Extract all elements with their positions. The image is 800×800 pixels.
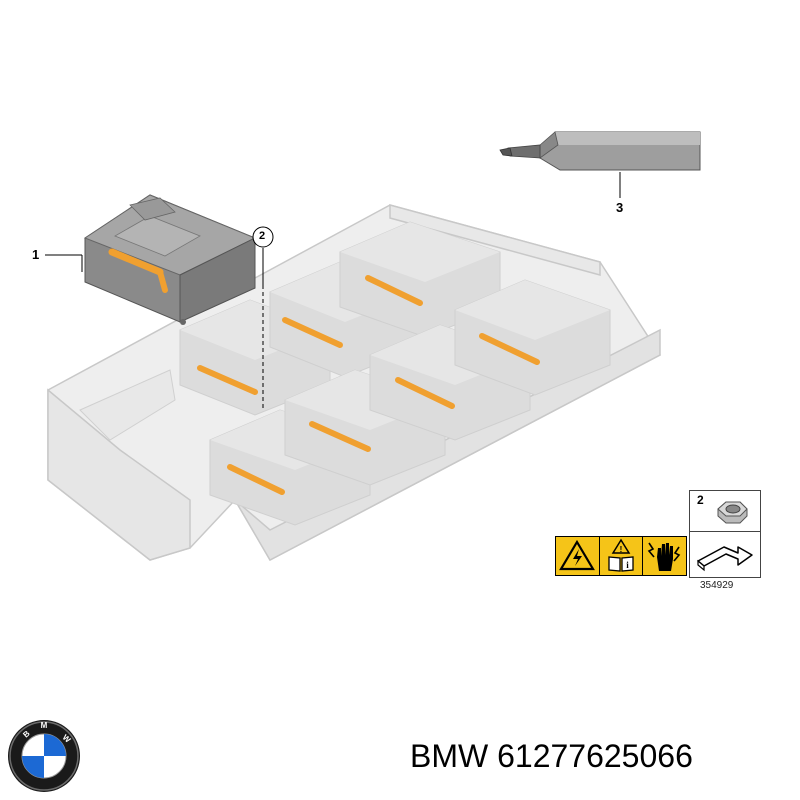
- part-box-number: 2: [697, 493, 704, 507]
- part-detail-box: 2: [689, 490, 761, 578]
- callout-circle-2: [252, 226, 274, 248]
- high-voltage-warning-icon: [556, 537, 600, 575]
- nut-icon: [717, 501, 748, 524]
- callout-label-2: 2: [259, 230, 266, 242]
- part-box-divider: [690, 531, 760, 532]
- safety-warning-strip: ! i: [555, 536, 687, 576]
- svg-text:W: W: [61, 733, 73, 745]
- svg-text:M: M: [41, 721, 48, 730]
- svg-text:i: i: [626, 560, 629, 570]
- svg-text:!: !: [619, 545, 622, 554]
- part-number-caption: BMW 61277625066: [410, 738, 693, 774]
- diagram-reference-number: 354929: [700, 580, 734, 591]
- battery-module: [454, 279, 611, 396]
- callout-label-3: 3: [616, 200, 624, 215]
- highlighted-battery-module: [83, 194, 257, 325]
- svg-text:B: B: [21, 729, 31, 740]
- read-manual-icon: ! i: [600, 537, 644, 575]
- arrow-step-icon: [697, 546, 753, 572]
- bmw-logo: B M W: [8, 720, 80, 792]
- callout-label-1: 1: [32, 247, 40, 262]
- hand-shock-icon: [643, 537, 686, 575]
- screwdriver-tool: [499, 131, 701, 171]
- tray-floor: [79, 369, 176, 441]
